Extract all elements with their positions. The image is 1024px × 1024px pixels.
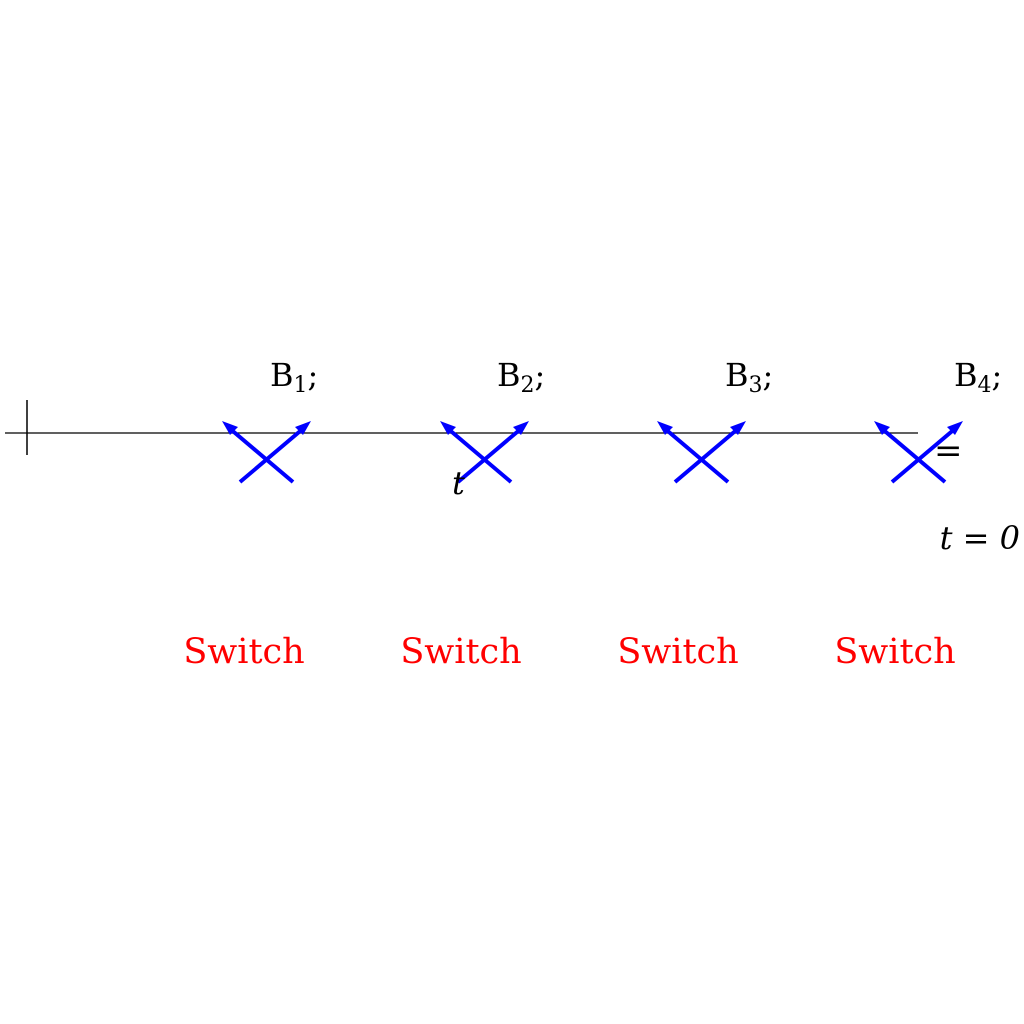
block-2: B2; Switch t (400, 356, 545, 672)
block-4: B4; Switch = (834, 356, 1002, 672)
arrowhead-right (947, 421, 963, 435)
arrowhead-left (874, 421, 890, 435)
crossing-arrow-right (673, 425, 742, 484)
block-1: B1; Switch (183, 356, 318, 672)
arrowhead-left (657, 421, 673, 435)
arrowhead-right (513, 421, 529, 435)
arrowhead-left (440, 421, 456, 435)
arrowhead-right (295, 421, 311, 435)
crossing-arrow-right (890, 425, 959, 484)
switch-label: Switch (400, 632, 521, 672)
arrowhead-left (222, 421, 238, 435)
crossing-arrow-left (878, 425, 947, 484)
crossing-arrow-left (444, 425, 513, 484)
block-label: B1; (270, 356, 318, 398)
t-label: t (452, 464, 465, 502)
equals-sign: = (934, 431, 963, 471)
block-label: B2; (497, 356, 545, 398)
t-zero-label: t = 0 (940, 519, 1020, 557)
block-label: B3; (725, 356, 773, 398)
switch-label: Switch (183, 632, 304, 672)
crossing-arrow-right (238, 425, 307, 484)
arrowhead-right (730, 421, 746, 435)
block-label: B4; (954, 356, 1002, 398)
crossing-arrow-left (226, 425, 295, 484)
switch-label: Switch (834, 632, 955, 672)
switch-label: Switch (617, 632, 738, 672)
crossing-arrow-right (456, 425, 525, 484)
block-3: B3; Switch (617, 356, 773, 672)
crossing-arrow-left (661, 425, 730, 484)
